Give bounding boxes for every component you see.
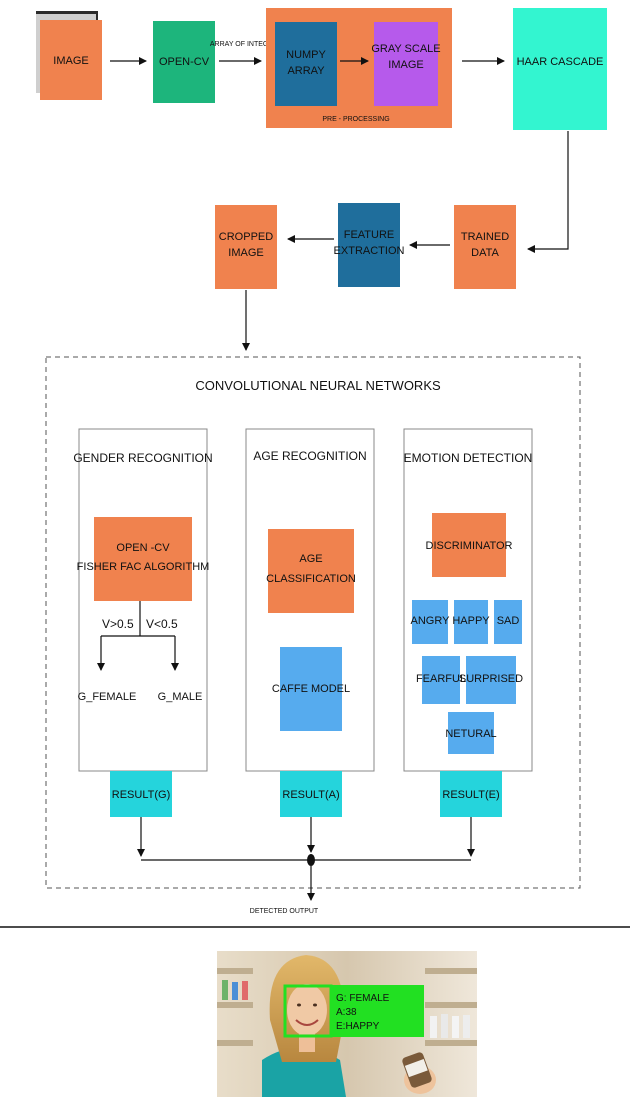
numpy-label-2: ARRAY [287,65,325,77]
emotion-surprised: SURPRISED [459,673,523,685]
arrow-haar-to-trained [527,131,569,253]
caffe-model-label: CAFFE MODEL [272,683,350,695]
g-male-label: G_MALE [158,691,203,703]
emotion-fearful: FEARFUL [416,673,466,685]
emotion-panel: EMOTION DETECTION DISCRIMINATOR ANGRY HA… [403,428,533,817]
image-node: IMAGE [36,11,102,100]
discriminator-label: DISCRIMINATOR [426,540,513,552]
cropped-label-1: CROPPED [219,231,273,243]
result-e-label: RESULT(E) [442,789,499,801]
result-a-label: RESULT(A) [282,789,339,801]
cropped-image-node: CROPPED IMAGE [215,205,277,289]
preprocessing-group: NUMPY ARRAY GRAY SCALE IMAGE PRE - PROCE… [266,8,452,128]
opencv-label: OPEN-CV [159,56,210,68]
numpy-label-1: NUMPY [286,49,326,61]
gender-algo-label-1: OPEN -CV [116,542,170,554]
g-female-label: G_FEMALE [78,691,137,703]
array-of-integer-label: ARRAY OF INTEGER [210,41,278,48]
detected-age: A:38 [336,1007,357,1018]
detected-emotion: E:HAPPY [336,1021,380,1032]
result-g-label: RESULT(G) [112,789,170,801]
trained-label-1: TRAINED [461,231,509,243]
merge-connectors [137,817,475,901]
opencv-node: OPEN-CV [153,21,215,103]
image-label: IMAGE [53,55,88,67]
age-panel: AGE RECOGNITION AGE CLASSIFICATION CAFFE… [245,428,375,817]
haar-cascade-node: HAAR CASCADE [513,8,607,130]
detection-label-panel [331,985,424,1037]
haar-label: HAAR CASCADE [517,56,604,68]
detected-gender: G: FEMALE [336,993,390,1004]
condition-left: V>0.5 [102,617,134,631]
detection-photo: G: FEMALE A:38 E:HAPPY [217,951,477,1097]
age-class-label-1: AGE [299,553,322,565]
gender-panel: GENDER RECOGNITION OPEN -CV FISHER FAC A… [73,428,213,817]
age-heading: AGE RECOGNITION [253,449,366,463]
feature-label-1: FEATURE [344,229,395,241]
emotion-heading: EMOTION DETECTION [404,451,533,465]
merge-node [307,854,315,866]
trained-data-node: TRAINED DATA [454,205,516,289]
preprocessing-label: PRE - PROCESSING [322,116,389,123]
trained-label-2: DATA [471,247,499,259]
emotion-sad: SAD [497,615,520,627]
cropped-label-2: IMAGE [228,247,263,259]
age-class-label-2: CLASSIFICATION [266,573,356,585]
cnn-container [45,356,581,889]
gray-label-1: GRAY SCALE [371,43,440,55]
cnn-title: CONVOLUTIONAL NEURAL NETWORKS [195,378,441,393]
emotion-angry: ANGRY [411,615,451,627]
condition-right: V<0.5 [146,617,178,631]
detected-output-label: DETECTED OUTPUT [250,908,319,915]
feature-extraction-node: FEATURE EXTRACTION [334,203,405,287]
gender-algo-label-2: FISHER FAC ALGORITHM [77,561,210,573]
emotion-happy: HAPPY [452,615,490,627]
gray-label-2: IMAGE [388,59,423,71]
emotion-netural: NETURAL [445,728,496,740]
gender-heading: GENDER RECOGNITION [73,451,212,465]
feature-label-2: EXTRACTION [334,245,405,257]
